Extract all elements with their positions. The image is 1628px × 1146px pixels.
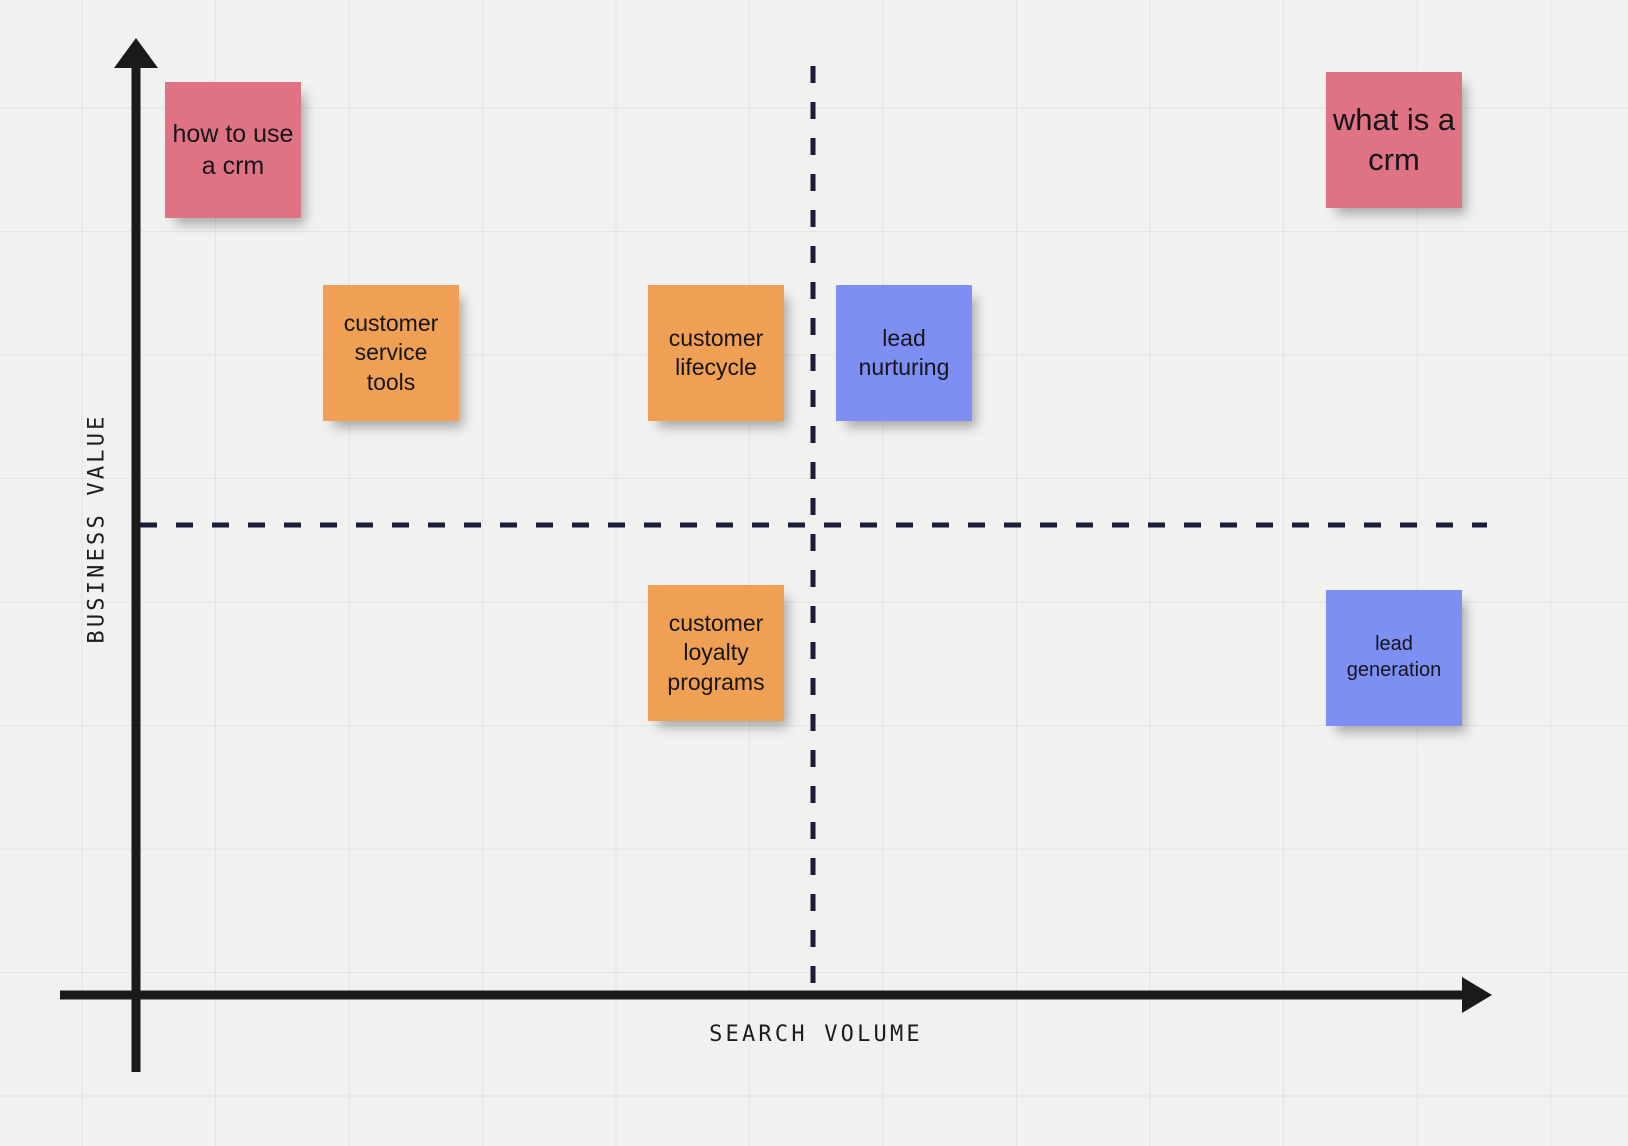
- sticky-note-text: customer service tools: [343, 309, 439, 395]
- sticky-note-text: customer lifecycle: [668, 324, 764, 380]
- y-axis-label: BUSINESS VALUE: [84, 413, 110, 644]
- x-axis: [60, 977, 1492, 1013]
- note-lead-generation[interactable]: lead generation: [1326, 590, 1462, 726]
- y-axis: [114, 38, 158, 1072]
- sticky-note-text: what is a crm: [1332, 102, 1456, 177]
- note-how-to-use-a-crm[interactable]: how to use a crm: [165, 82, 301, 218]
- sticky-note-text: lead generation: [1346, 633, 1442, 681]
- sticky-note-text: customer loyalty programs: [667, 609, 765, 695]
- sticky-note-text: lead nurturing: [858, 324, 950, 380]
- note-customer-service-tools[interactable]: customer service tools: [323, 285, 459, 421]
- note-customer-loyalty-programs[interactable]: customer loyalty programs: [648, 585, 784, 721]
- x-axis-label: SEARCH VOLUME: [709, 1022, 923, 1047]
- note-customer-lifecycle[interactable]: customer lifecycle: [648, 285, 784, 421]
- note-what-is-a-crm[interactable]: what is a crm: [1326, 72, 1462, 208]
- note-lead-nurturing[interactable]: lead nurturing: [836, 285, 972, 421]
- sticky-note-text: how to use a crm: [172, 120, 294, 180]
